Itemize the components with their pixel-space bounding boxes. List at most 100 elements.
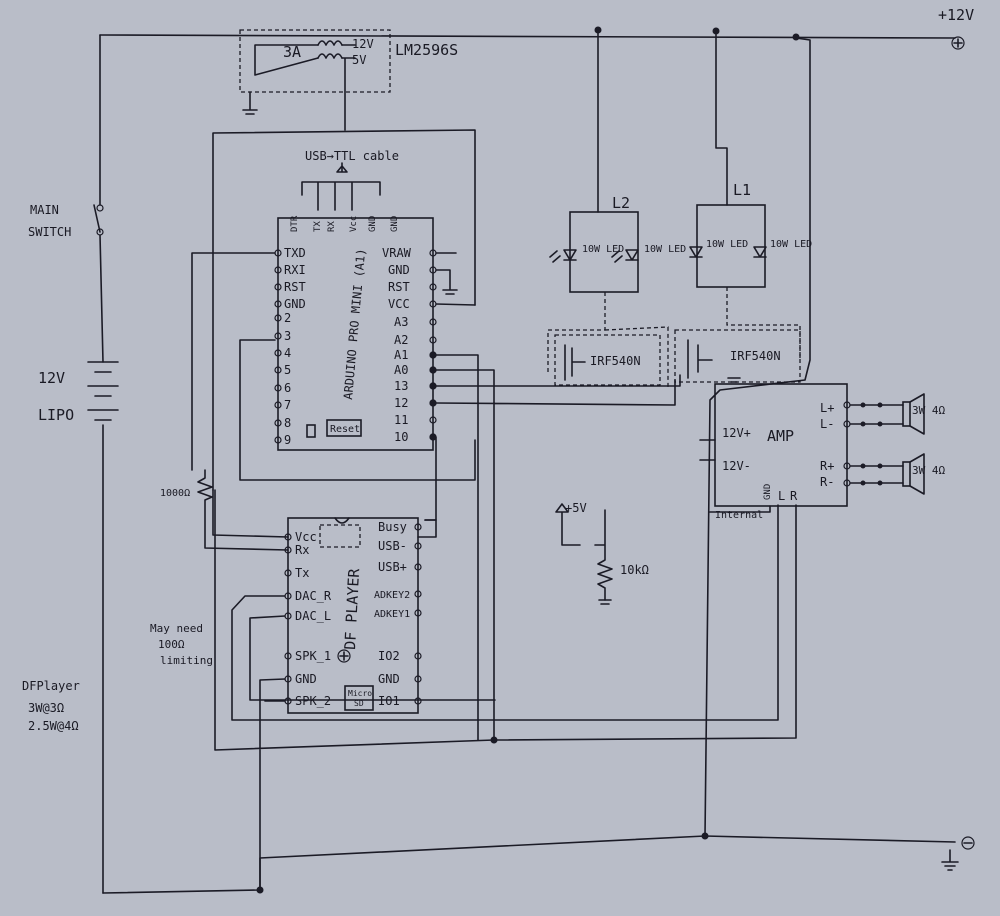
- arduino-left-pins: TXD RXI RST GND 2 3 4 5 6 7 8 9: [274, 246, 306, 447]
- svg-text:SPK_2: SPK_2: [295, 694, 331, 708]
- svg-text:11: 11: [394, 413, 408, 427]
- svg-text:GND: GND: [390, 216, 400, 232]
- svg-text:R: R: [790, 489, 798, 503]
- led-group-l1-name: L1: [733, 181, 751, 199]
- main-switch-label-2: SWITCH: [28, 225, 71, 239]
- arduino-led: [306, 424, 316, 438]
- svg-text:TXD: TXD: [284, 246, 306, 260]
- battery-type-label: LIPO: [38, 406, 74, 424]
- speaker-icon: [860, 393, 925, 435]
- rail-12v: [99, 34, 956, 39]
- dfplayer-wires: [214, 489, 797, 891]
- main-switch: [93, 204, 104, 236]
- battery-symbol: [87, 361, 119, 421]
- battery-voltage-label: 12V: [38, 369, 65, 387]
- svg-text:L+: L+: [820, 401, 834, 415]
- main-switch-label: MAIN: [30, 203, 59, 217]
- led-icon: [753, 246, 767, 258]
- pulldown-circuit: [555, 503, 613, 601]
- speaker-1-label: 3W 4Ω: [912, 404, 945, 417]
- svg-text:DAC_L: DAC_L: [295, 609, 331, 623]
- regulator-outline: [239, 29, 391, 93]
- svg-text:ADKEY2: ADKEY2: [374, 590, 410, 601]
- svg-text:13: 13: [394, 379, 408, 393]
- svg-text:3: 3: [284, 329, 291, 343]
- dac-note-2: 100Ω: [158, 638, 185, 651]
- arduino-title: ARDUINO PRO MINI (A1): [341, 248, 368, 400]
- regulator-ground-icon: [242, 91, 258, 115]
- rail-gnd: [102, 835, 956, 894]
- svg-text:5: 5: [284, 363, 291, 377]
- svg-text:SD: SD: [354, 699, 364, 708]
- svg-text:10W LED: 10W LED: [582, 244, 624, 255]
- svg-text:12V+: 12V+: [722, 426, 751, 440]
- arduino-wires: [191, 252, 681, 741]
- svg-text:R+: R+: [820, 459, 834, 473]
- svg-text:10W LED: 10W LED: [770, 239, 812, 250]
- dfplayer-title: DF PLAYER: [341, 567, 363, 650]
- svg-text:2: 2: [284, 311, 291, 325]
- ground-icon: [941, 849, 959, 871]
- svg-text:GND: GND: [284, 297, 306, 311]
- svg-text:RX: RX: [327, 221, 337, 232]
- plus-terminal: [951, 36, 965, 50]
- svg-text:12: 12: [394, 396, 408, 410]
- svg-text:12V-: 12V-: [722, 459, 751, 473]
- spk-plus-icon: [337, 649, 351, 663]
- svg-text:SPK_1: SPK_1: [295, 649, 331, 663]
- reset-label: Reset: [330, 424, 360, 435]
- svg-text:10W LED: 10W LED: [644, 244, 686, 255]
- svg-text:USB+: USB+: [378, 560, 407, 574]
- junction-dots: [256, 26, 800, 894]
- led-icon: [549, 249, 577, 263]
- svg-text:A0: A0: [394, 363, 408, 377]
- svg-text:R-: R-: [820, 475, 834, 489]
- svg-text:Vcc: Vcc: [295, 530, 317, 544]
- amp-pins: 12V+ 12V- L+ L- R+ R- GND L R: [722, 401, 851, 503]
- regulator-model-label: LM2596S: [395, 41, 458, 59]
- led-icon: [611, 249, 639, 263]
- svg-text:Rx: Rx: [295, 543, 309, 557]
- svg-text:GND: GND: [763, 484, 773, 500]
- led-group-l1: [696, 204, 766, 288]
- svg-text:A3: A3: [394, 315, 408, 329]
- svg-text:ADKEY1: ADKEY1: [374, 609, 410, 620]
- regulator-in-label: 12V: [352, 37, 374, 51]
- svg-text:TX: TX: [313, 221, 323, 232]
- speaker-icon: [860, 453, 925, 495]
- svg-text:IO1: IO1: [378, 694, 400, 708]
- plus-12v-label: +12V: [938, 6, 974, 24]
- dfplayer-right-pins: Busy USB- USB+ ADKEY2 ADKEY1 IO2 GND IO1: [374, 520, 422, 708]
- svg-text:VCC: VCC: [388, 297, 410, 311]
- dfplayer-note-3: 2.5W@4Ω: [28, 719, 79, 733]
- dac-note-3: limiting: [160, 654, 213, 667]
- led-group-l2-name: L2: [612, 194, 630, 212]
- svg-text:IO2: IO2: [378, 649, 400, 663]
- led-group-l2: [569, 211, 639, 293]
- svg-text:USB-: USB-: [378, 539, 407, 553]
- speaker-2-label: 3W 4Ω: [912, 464, 945, 477]
- series-resistor: [197, 469, 289, 551]
- mosfet-1-label: IRF540N: [590, 354, 641, 368]
- regulator-out-label: 5V: [352, 53, 366, 67]
- svg-text:GND: GND: [295, 672, 317, 686]
- arduino-right-pins: VRAW GND RST VCC A3 A2 A1 A0 13 12 11 10: [382, 246, 437, 444]
- svg-text:Micro: Micro: [348, 689, 372, 698]
- svg-text:10W LED: 10W LED: [706, 239, 748, 250]
- arduino-board: [277, 217, 434, 451]
- svg-text:RXI: RXI: [284, 263, 306, 277]
- reset-button: [326, 419, 362, 437]
- svg-text:RST: RST: [388, 280, 410, 294]
- svg-text:VRAW: VRAW: [382, 246, 412, 260]
- gnd-terminal: [961, 836, 975, 850]
- usb-ttl-label: USB→TTL cable: [305, 149, 399, 163]
- mosfet-1: [554, 334, 661, 386]
- svg-text:8: 8: [284, 416, 291, 430]
- svg-text:9: 9: [284, 433, 291, 447]
- svg-text:6: 6: [284, 381, 291, 395]
- svg-text:7: 7: [284, 398, 291, 412]
- pulldown-resistor-label: 10kΩ: [620, 563, 649, 577]
- svg-text:Busy: Busy: [378, 520, 407, 534]
